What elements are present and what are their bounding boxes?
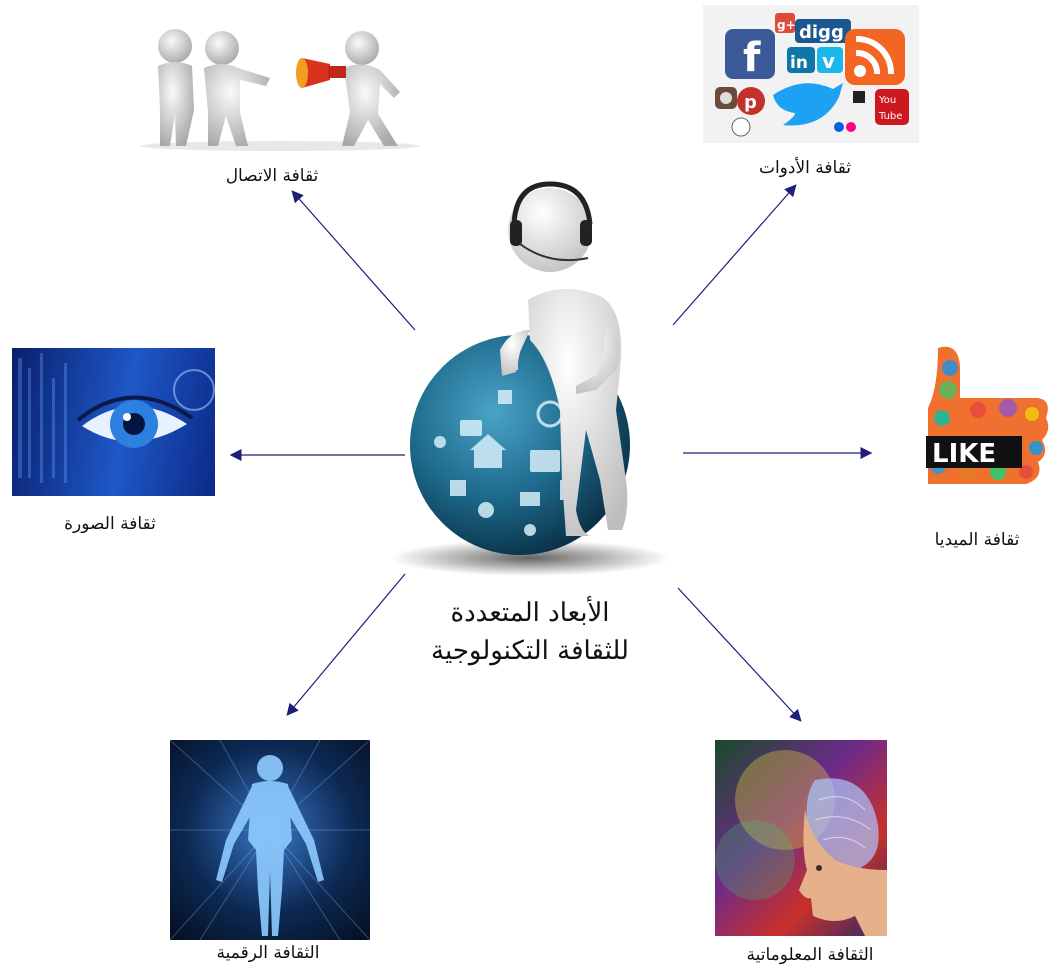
twitter-icon	[773, 83, 843, 126]
label-media: ثقافة الميديا	[934, 530, 1020, 550]
brain-face-image	[715, 740, 887, 936]
label-tools: ثقافة الأدوات	[758, 158, 852, 178]
center-title: الأبعاد المتعددة للثقافة التكنولوجية	[380, 594, 680, 670]
globe-with-figure-image	[390, 180, 700, 580]
svg-text:You: You	[878, 95, 896, 106]
like-text: LIKE	[932, 439, 996, 469]
facebook-icon: f	[743, 35, 761, 81]
digg-icon: digg	[799, 22, 844, 43]
linkedin-icon: in	[790, 53, 808, 73]
label-informational: الثقافة المعلوماتية	[746, 945, 874, 965]
arrow-to-informational	[677, 587, 802, 722]
center-title-line2: للثقافة التكنولوجية	[431, 636, 629, 666]
label-communication: ثقافة الاتصال	[225, 166, 319, 186]
arrow-to-communication	[291, 190, 416, 331]
communication-figures-image	[130, 22, 430, 152]
like-thumb-image: LIKE	[898, 338, 1052, 504]
arrow-to-tools	[672, 184, 797, 326]
arrow-to-digital	[286, 573, 406, 716]
tools-social-logos-image: f g+ digg in v p You Tube	[703, 5, 919, 143]
digital-human-image	[170, 740, 370, 940]
google-plus-icon: g+	[777, 18, 796, 32]
center-title-line1: الأبعاد المتعددة	[450, 598, 610, 628]
vimeo-icon: v	[822, 49, 835, 73]
svg-text:p: p	[744, 92, 757, 113]
label-image: ثقافة الصورة	[64, 514, 156, 534]
eye-image	[12, 348, 215, 496]
svg-text:Tube: Tube	[878, 111, 902, 122]
label-digital: الثقافة الرقمية	[216, 943, 320, 963]
